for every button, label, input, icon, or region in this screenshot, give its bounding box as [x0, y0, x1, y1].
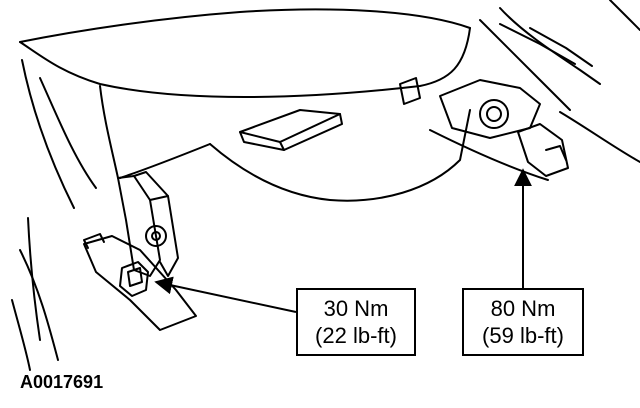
- torque-nm-value: 80 Nm: [490, 296, 556, 321]
- figure-id-label: A0017691: [20, 372, 104, 392]
- seat-underside: [209, 109, 471, 202]
- seat-side-panel: [21, 59, 75, 209]
- lower-bolt: [119, 261, 149, 297]
- floor-line: [27, 217, 41, 341]
- torque-arrow-left: [154, 276, 297, 313]
- seat-track-rail: [239, 109, 341, 143]
- torque-callout-belt-anchor: 80 Nm (59 lb-ft): [462, 288, 584, 356]
- floor-plate: [83, 235, 197, 331]
- seat-cushion-outline: [19, 8, 471, 43]
- torque-lbft-value: (59 lb-ft): [482, 323, 564, 348]
- seat-cushion-front: [19, 27, 471, 98]
- torque-lbft-value: (22 lb-ft): [315, 323, 397, 348]
- belt-anchor-bracket: [517, 123, 569, 177]
- torque-nm-value: 30 Nm: [323, 296, 389, 321]
- seat-belt-buckle: [439, 79, 541, 139]
- torque-callout-lower-bolt: 30 Nm (22 lb-ft): [296, 288, 416, 356]
- seat-belt-strap: [479, 19, 571, 111]
